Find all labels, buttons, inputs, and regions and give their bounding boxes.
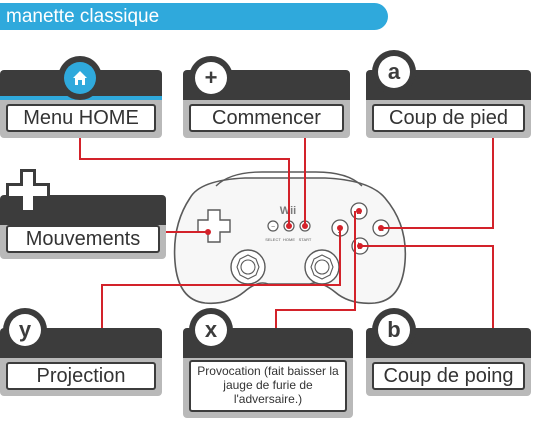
connector-dots: [205, 208, 384, 249]
label-a: Coup de pied: [372, 104, 525, 132]
controller-body: [173, 177, 407, 305]
dpad-tab: [2, 165, 54, 217]
home-icon: [64, 62, 96, 94]
svg-text:+: +: [303, 222, 308, 231]
y-icon: y: [9, 314, 41, 346]
svg-text:−: −: [271, 224, 275, 231]
x-button: [350, 202, 368, 220]
b-button: [351, 237, 369, 255]
b-icon: b: [378, 314, 410, 346]
label-b: Coup de poing: [372, 362, 525, 390]
a-tab: a: [372, 50, 416, 94]
label-start: Commencer: [189, 104, 344, 132]
controller-brand: Wii: [280, 205, 296, 217]
line-x: [275, 211, 356, 328]
select-button: [267, 220, 279, 232]
left-analog-stick: [230, 249, 266, 285]
a-button: [372, 219, 390, 237]
start-label: START: [299, 237, 312, 242]
home-label: HOME: [283, 237, 295, 242]
start-button: [299, 220, 311, 232]
card-a: a Coup de pied: [366, 50, 531, 138]
select-label: SELECT: [265, 237, 281, 242]
home-tab: [58, 56, 102, 100]
svg-text:b: b: [357, 241, 362, 251]
controller-dpad: [197, 209, 231, 243]
page-title: manette classique: [0, 3, 388, 30]
card-y: y Projection: [0, 308, 162, 396]
dpad-icon: [6, 169, 50, 213]
a-icon: a: [378, 56, 410, 88]
card-x: x Provocation (fait baisser la jauge de …: [183, 308, 353, 418]
plus-icon: +: [195, 62, 227, 94]
label-y: Projection: [6, 362, 156, 390]
card-dpad: Mouvements: [0, 169, 166, 259]
label-dpad: Mouvements: [6, 225, 160, 253]
label-x: Provocation (fait baisser la jauge de fu…: [189, 360, 347, 412]
card-home: Menu HOME: [0, 56, 162, 138]
label-home: Menu HOME: [6, 104, 156, 132]
card-start: + Commencer: [183, 56, 350, 138]
card-b: b Coup de poing: [366, 308, 531, 396]
right-analog-stick: [304, 249, 340, 285]
x-icon: x: [195, 314, 227, 346]
b-tab: b: [372, 308, 416, 352]
x-tab: x: [189, 308, 233, 352]
y-button: [331, 219, 349, 237]
svg-text:y: y: [338, 223, 343, 233]
y-tab: y: [3, 308, 47, 352]
svg-text:x: x: [357, 206, 362, 216]
line-a: [381, 138, 494, 229]
home-button: [283, 220, 295, 232]
svg-text:a: a: [378, 223, 383, 233]
plus-tab: +: [189, 56, 233, 100]
